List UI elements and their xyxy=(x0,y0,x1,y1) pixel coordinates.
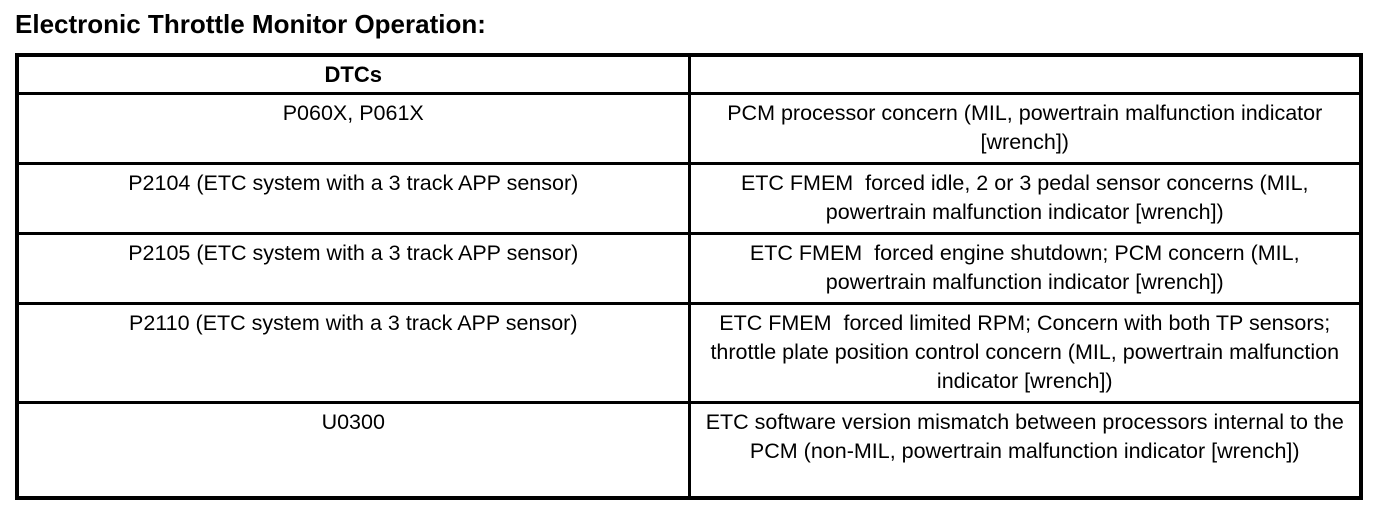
table-body: P060X, P061X PCM processor concern (MIL,… xyxy=(15,92,1363,499)
description-column-header xyxy=(687,53,1363,95)
table-row: P2110 (ETC system with a 3 track APP sen… xyxy=(15,302,1363,404)
table-row: U0300 ETC software version mismatch betw… xyxy=(15,401,1363,499)
table-row: P2105 (ETC system with a 3 track APP sen… xyxy=(15,232,1363,305)
dtc-cell: P2105 (ETC system with a 3 track APP sen… xyxy=(15,232,691,305)
table-row: P060X, P061X PCM processor concern (MIL,… xyxy=(15,92,1363,165)
dtc-cell: P2104 (ETC system with a 3 track APP sen… xyxy=(15,162,691,235)
dtc-cell: U0300 xyxy=(15,401,691,499)
dtc-table: DTCs P060X, P061X PCM processor concern … xyxy=(15,53,1363,500)
dtcs-column-header: DTCs xyxy=(15,53,691,95)
table-header-row: DTCs xyxy=(15,53,1363,95)
dtc-cell: P2110 (ETC system with a 3 track APP sen… xyxy=(15,302,691,404)
description-cell: ETC FMEM forced engine shutdown; PCM con… xyxy=(687,232,1363,305)
page-title: Electronic Throttle Monitor Operation: xyxy=(15,9,486,39)
description-cell: ETC FMEM forced idle, 2 or 3 pedal senso… xyxy=(687,162,1363,235)
table-row: P2104 (ETC system with a 3 track APP sen… xyxy=(15,162,1363,235)
dtc-cell: P060X, P061X xyxy=(15,92,691,165)
description-cell: ETC FMEM forced limited RPM; Concern wit… xyxy=(687,302,1363,404)
description-cell: PCM processor concern (MIL, powertrain m… xyxy=(687,92,1363,165)
description-cell: ETC software version mismatch between pr… xyxy=(687,401,1363,499)
